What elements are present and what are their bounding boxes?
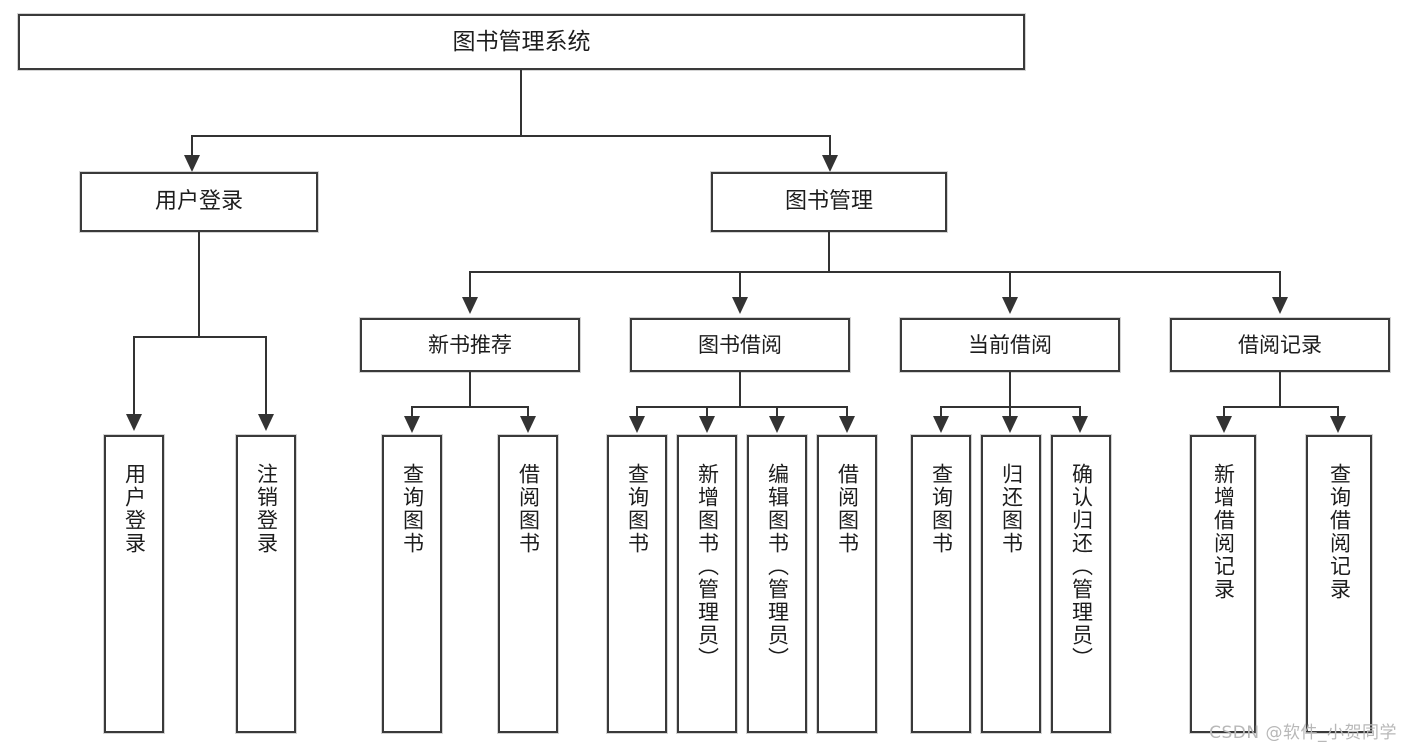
- leaf-label: 借阅图书: [835, 463, 860, 555]
- arrow-to-book-borrow: [732, 297, 748, 314]
- connector-cb-drop-3: [1079, 406, 1081, 418]
- node-borrow-record[interactable]: 借阅记录: [1170, 318, 1390, 372]
- connector-bb-bus: [636, 406, 847, 408]
- connector-bm-drop-4: [1279, 271, 1281, 299]
- connector-root-drop-right: [829, 135, 831, 157]
- arrow-to-leaf-nbr-2: [520, 416, 536, 433]
- connector-bb-drop-2: [706, 406, 708, 418]
- connector-user-login-stem: [198, 232, 200, 337]
- node-label: 借阅记录: [1238, 332, 1322, 357]
- connector-br-drop-2: [1337, 406, 1339, 418]
- connector-user-login-bus: [133, 336, 266, 338]
- connector-cb-stem: [1009, 372, 1011, 407]
- connector-book-management-bus: [469, 271, 1281, 273]
- connector-nbr-bus: [411, 406, 528, 408]
- leaf-nbr-query-book[interactable]: 查询图书: [382, 435, 442, 733]
- leaf-logout[interactable]: 注销登录: [236, 435, 296, 733]
- arrow-to-leaf-bb-2: [699, 416, 715, 433]
- node-user-login[interactable]: 用户登录: [80, 172, 318, 232]
- arrow-to-user-login: [184, 155, 200, 172]
- arrow-to-leaf-bb-4: [839, 416, 855, 433]
- connector-bm-drop-1: [469, 271, 471, 299]
- leaf-label: 用户登录: [122, 463, 147, 555]
- connector-bm-drop-2: [739, 271, 741, 299]
- connector-user-login-drop-1: [133, 336, 135, 416]
- node-root-book-management-system[interactable]: 图书管理系统: [18, 14, 1025, 70]
- arrow-to-leaf-cb-1: [933, 416, 949, 433]
- connector-nbr-drop-2: [527, 406, 529, 418]
- connector-bm-drop-3: [1009, 271, 1011, 299]
- connector-book-management-stem: [828, 232, 830, 272]
- connector-nbr-drop-1: [411, 406, 413, 418]
- node-label: 图书管理: [784, 189, 873, 215]
- connector-root-bus: [191, 135, 831, 137]
- leaf-label: 查询图书: [400, 463, 425, 555]
- leaf-label: 注销登录: [254, 463, 279, 555]
- connector-cb-drop-1: [940, 406, 942, 418]
- arrow-to-leaf-br-1: [1216, 416, 1232, 433]
- node-label: 当前借阅: [968, 332, 1052, 357]
- leaf-label: 编辑图书（管理员）: [765, 463, 790, 670]
- arrow-to-leaf-logout: [258, 414, 274, 431]
- connector-bb-drop-1: [636, 406, 638, 418]
- connector-br-drop-1: [1223, 406, 1225, 418]
- connector-br-bus: [1223, 406, 1338, 408]
- connector-bb-stem: [739, 372, 741, 407]
- leaf-label: 查询图书: [929, 463, 954, 555]
- leaf-br-query-record[interactable]: 查询借阅记录: [1306, 435, 1372, 733]
- leaf-br-add-record[interactable]: 新增借阅记录: [1190, 435, 1256, 733]
- leaf-bb-query-book[interactable]: 查询图书: [607, 435, 667, 733]
- leaf-user-login[interactable]: 用户登录: [104, 435, 164, 733]
- node-label: 新书推荐: [428, 332, 512, 357]
- leaf-label: 查询图书: [625, 463, 650, 555]
- connector-nbr-stem: [469, 372, 471, 407]
- node-label: 用户登录: [154, 189, 243, 215]
- arrow-to-leaf-bb-1: [629, 416, 645, 433]
- node-label: 图书管理系统: [452, 28, 591, 55]
- node-label: 图书借阅: [698, 332, 782, 357]
- node-book-borrow[interactable]: 图书借阅: [630, 318, 850, 372]
- arrow-to-leaf-bb-3: [769, 416, 785, 433]
- node-book-management[interactable]: 图书管理: [711, 172, 947, 232]
- arrow-to-leaf-cb-2: [1002, 416, 1018, 433]
- arrow-to-new-book-recommend: [462, 297, 478, 314]
- leaf-label: 查询借阅记录: [1327, 463, 1352, 601]
- leaf-bb-add-book-admin[interactable]: 新增图书（管理员）: [677, 435, 737, 733]
- arrow-to-leaf-br-2: [1330, 416, 1346, 433]
- connector-root-drop-left: [191, 135, 193, 157]
- leaf-bb-borrow-book[interactable]: 借阅图书: [817, 435, 877, 733]
- connector-user-login-drop-2: [265, 336, 267, 416]
- leaf-label: 新增借阅记录: [1211, 463, 1236, 601]
- leaf-cb-query-book[interactable]: 查询图书: [911, 435, 971, 733]
- watermark-text: CSDN @软件_小贺同学: [1209, 723, 1397, 743]
- arrow-to-borrow-record: [1272, 297, 1288, 314]
- leaf-cb-confirm-return-admin[interactable]: 确认归还（管理员）: [1051, 435, 1111, 733]
- leaf-label: 确认归还（管理员）: [1069, 463, 1094, 670]
- leaf-nbr-borrow-book[interactable]: 借阅图书: [498, 435, 558, 733]
- leaf-label: 新增图书（管理员）: [695, 463, 720, 670]
- leaf-cb-return-book[interactable]: 归还图书: [981, 435, 1041, 733]
- connector-br-stem: [1279, 372, 1281, 407]
- arrow-to-current-borrow: [1002, 297, 1018, 314]
- arrow-to-leaf-user-login: [126, 414, 142, 431]
- leaf-label: 归还图书: [999, 463, 1024, 555]
- leaf-label: 借阅图书: [516, 463, 541, 555]
- arrow-to-leaf-cb-3: [1072, 416, 1088, 433]
- node-new-book-recommend[interactable]: 新书推荐: [360, 318, 580, 372]
- arrow-to-book-management: [822, 155, 838, 172]
- connector-root-stem: [520, 70, 522, 136]
- leaf-bb-edit-book-admin[interactable]: 编辑图书（管理员）: [747, 435, 807, 733]
- connector-bb-drop-3: [776, 406, 778, 418]
- arrow-to-leaf-nbr-1: [404, 416, 420, 433]
- connector-bb-drop-4: [846, 406, 848, 418]
- node-current-borrow[interactable]: 当前借阅: [900, 318, 1120, 372]
- connector-cb-drop-2: [1009, 406, 1011, 418]
